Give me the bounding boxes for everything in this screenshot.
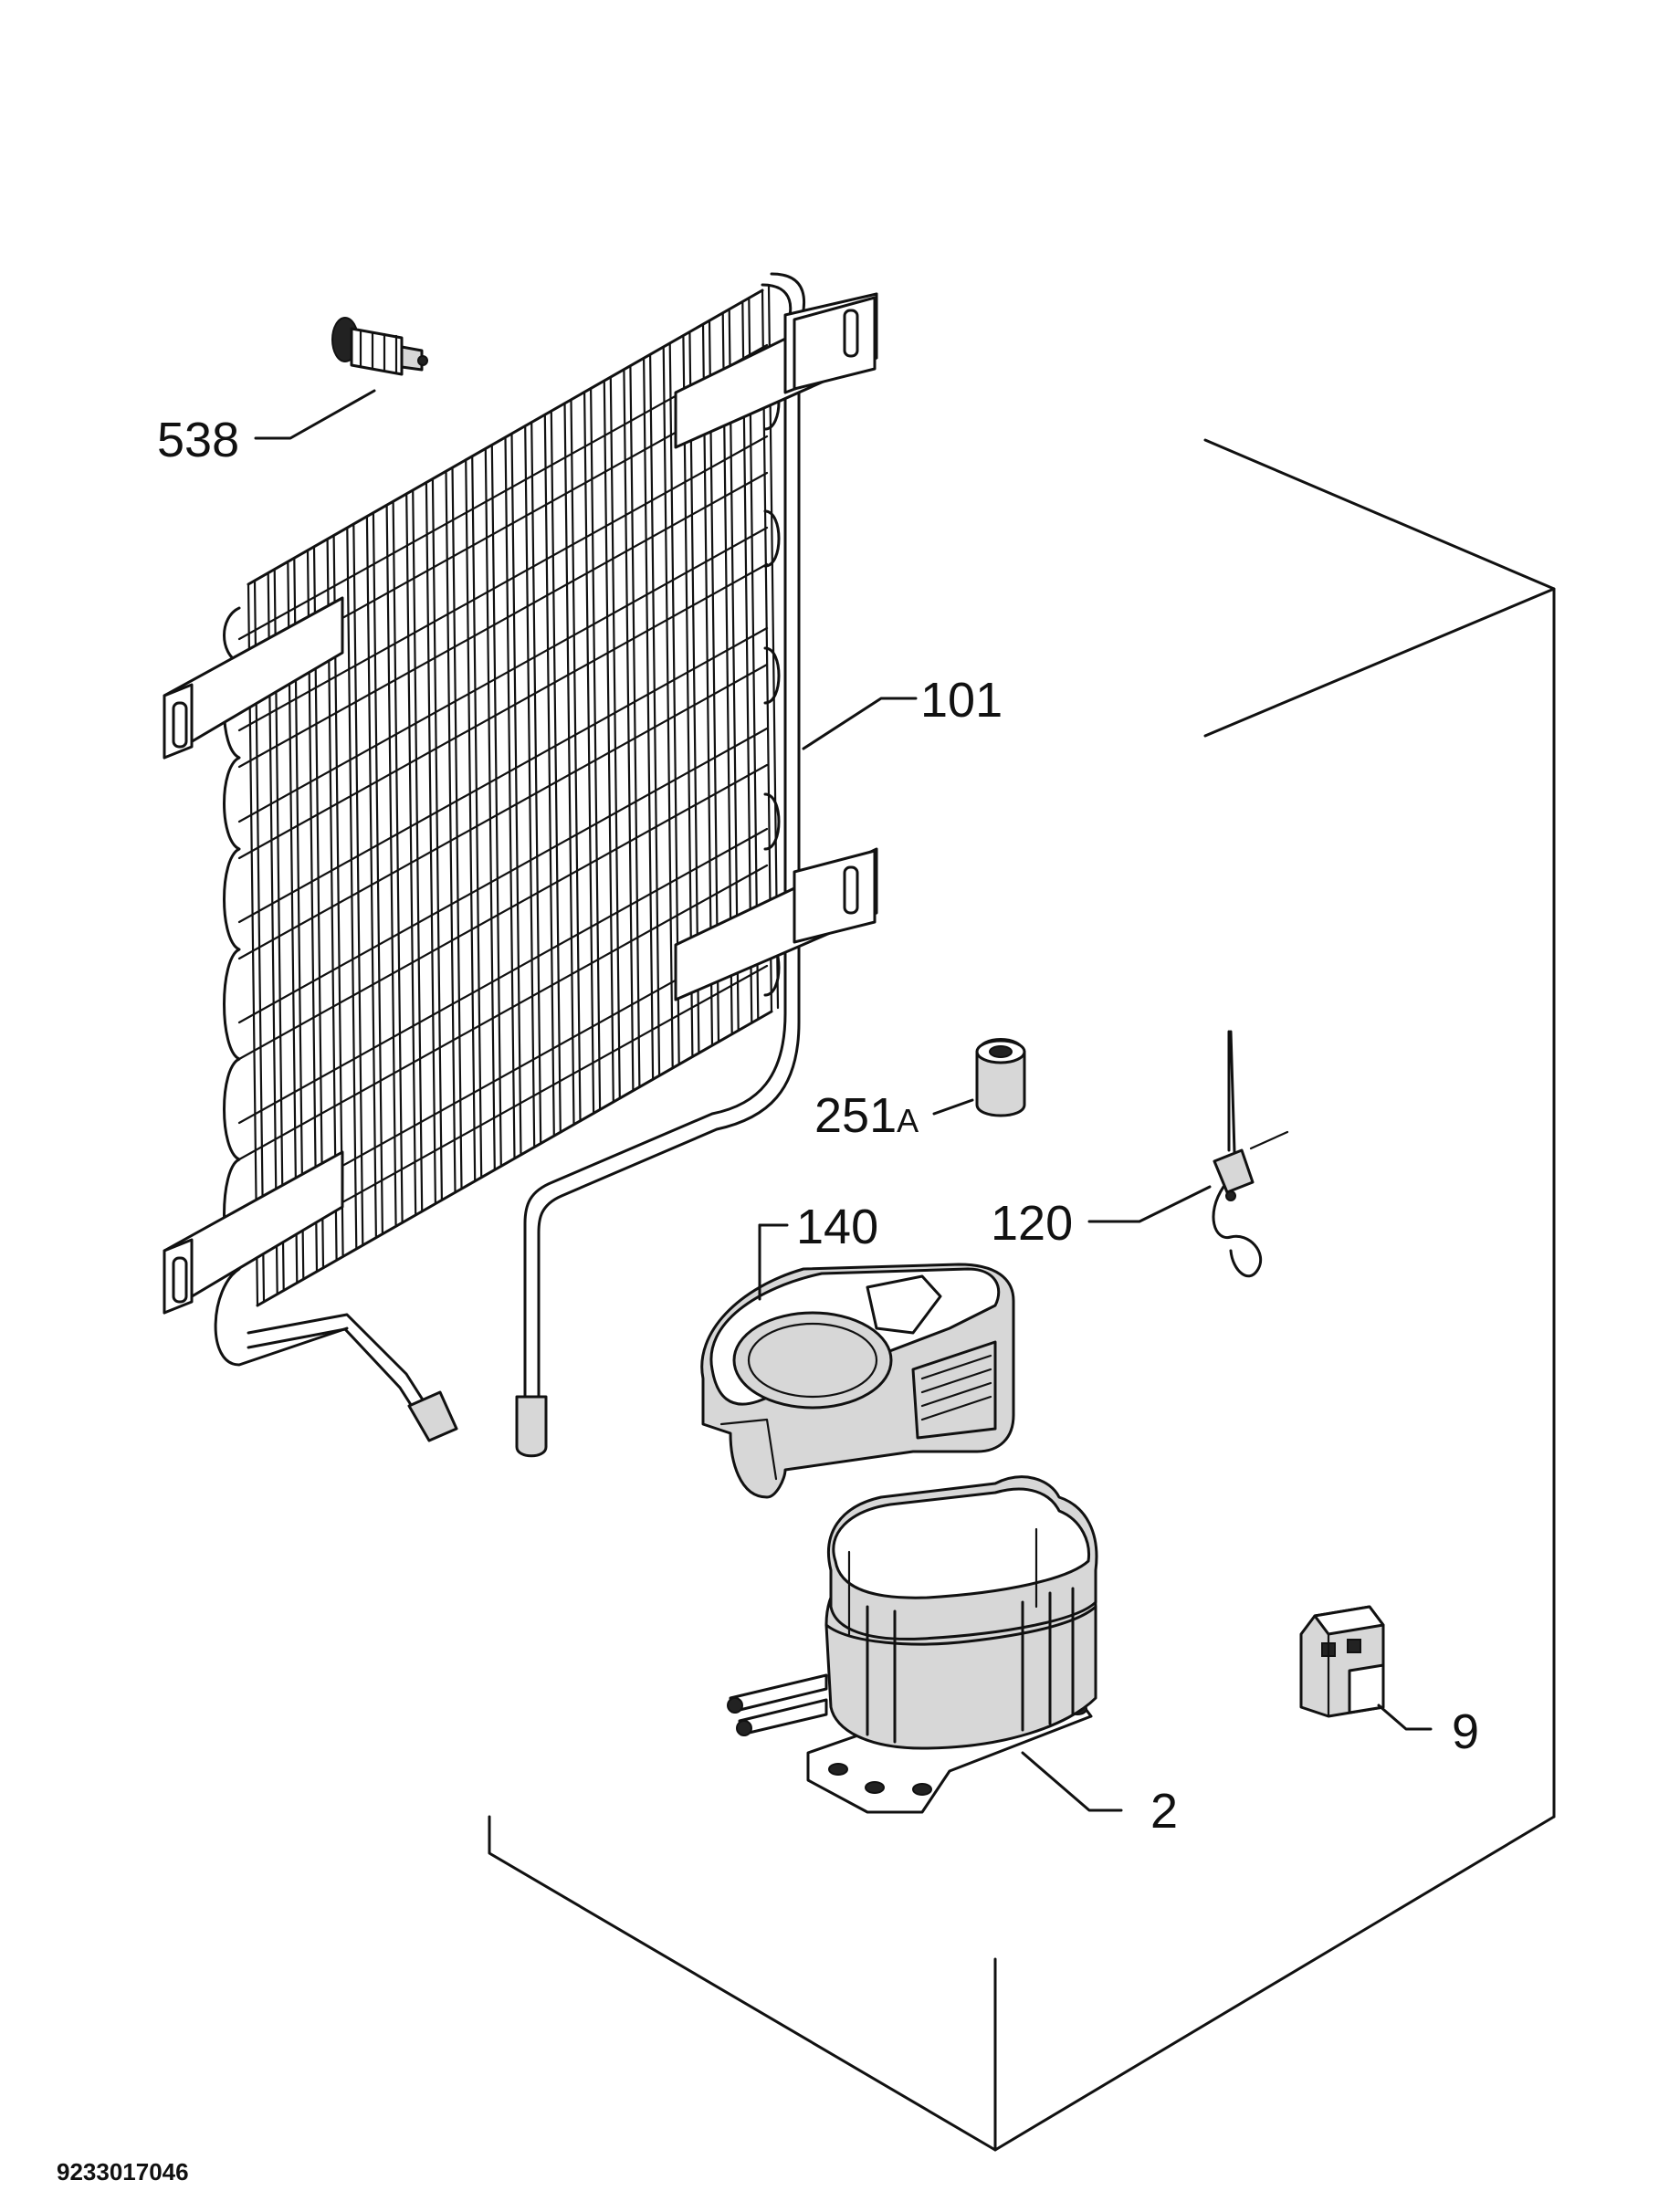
tray-part-140: [700, 1263, 1015, 1499]
coil-tubes: [237, 343, 769, 1262]
coil-wire: [445, 470, 457, 1194]
label-2: 2: [1150, 1784, 1178, 1839]
coil-wire: [385, 504, 397, 1228]
clip-part-538: [331, 317, 428, 376]
coil-wire: [490, 444, 502, 1168]
coil-wire: [431, 477, 443, 1201]
coil-wire: [563, 402, 575, 1126]
coil-tube-pass: [237, 827, 769, 1125]
bracket-left-lower: [163, 1150, 344, 1315]
coil-tube-pass: [237, 864, 769, 1161]
label-538: 538: [157, 413, 239, 467]
coil-wire: [629, 364, 641, 1088]
leader-lines: [254, 389, 1433, 1812]
cabinet-outline: [488, 438, 1556, 2152]
coil-wire: [701, 323, 714, 1047]
coil-wire: [708, 320, 720, 1043]
coil-wire: [352, 523, 364, 1247]
coil-wire: [392, 500, 404, 1224]
coil-wire: [504, 435, 516, 1160]
coil-wire: [609, 376, 621, 1100]
coil-wire: [741, 300, 753, 1024]
coil-tube-pass: [237, 727, 769, 1024]
coil-wire: [688, 330, 700, 1054]
coil-wire: [570, 398, 582, 1122]
coil-wire: [543, 414, 555, 1137]
label-9: 9: [1452, 1704, 1479, 1759]
coil-wire: [365, 515, 377, 1239]
cap-part-251a: [975, 1038, 1026, 1117]
part-labels: 538 101 251A 140 120 2 9: [157, 413, 1479, 1839]
coil-tube-pass: [237, 562, 769, 860]
coil-wire: [590, 387, 602, 1111]
bracket-middle-right: [674, 847, 878, 1001]
coil-wire: [550, 410, 562, 1134]
label-120: 120: [991, 1196, 1073, 1251]
coil-wire: [721, 311, 733, 1035]
coil-wire: [728, 308, 740, 1032]
coil-wires: [247, 285, 780, 1307]
coil-wire: [583, 391, 595, 1115]
coil-tube-pass: [237, 626, 769, 924]
label-251a-number: 251: [814, 1088, 897, 1143]
coil-tube-pass: [237, 663, 769, 960]
label-251a-suffix: A: [897, 1102, 919, 1139]
coil-wire: [510, 432, 522, 1157]
coil-wire: [623, 368, 635, 1092]
coil-wire: [346, 527, 358, 1251]
coil-wire: [761, 288, 773, 1013]
coil-wire: [524, 425, 536, 1148]
coil-wire: [451, 467, 463, 1190]
compressor-part-2: [727, 1475, 1098, 1814]
coil-wire: [425, 481, 436, 1205]
coil-wire: [530, 421, 542, 1145]
coil-wire: [484, 447, 496, 1171]
drawing-code: 9233017046: [57, 2158, 189, 2186]
bracket-left-upper: [163, 596, 344, 760]
coil-wire: [465, 458, 477, 1182]
label-101: 101: [920, 673, 1003, 728]
coil-tube-pass: [237, 435, 769, 732]
coil-wire: [767, 285, 780, 1010]
coil-tube-pass: [237, 526, 769, 823]
coil-wire: [405, 492, 417, 1216]
bracket-top-right: [674, 292, 878, 449]
coil-tube-pass: [237, 471, 769, 769]
coil-wire: [412, 488, 424, 1212]
coil-wire: [372, 511, 383, 1235]
coil-tube-pass: [237, 763, 769, 1061]
coil-wire: [662, 345, 674, 1069]
condenser-coil: [163, 272, 878, 1458]
coil-wire: [603, 380, 614, 1104]
relay-part-9: [1299, 1605, 1385, 1718]
coil-wire: [748, 297, 760, 1021]
coil-wire: [649, 353, 661, 1077]
label-251a: 251A: [814, 1088, 919, 1143]
coil-wire: [471, 455, 483, 1179]
probe-part-120: [1212, 1030, 1289, 1278]
coil-wire: [643, 357, 655, 1081]
label-140: 140: [796, 1200, 878, 1254]
